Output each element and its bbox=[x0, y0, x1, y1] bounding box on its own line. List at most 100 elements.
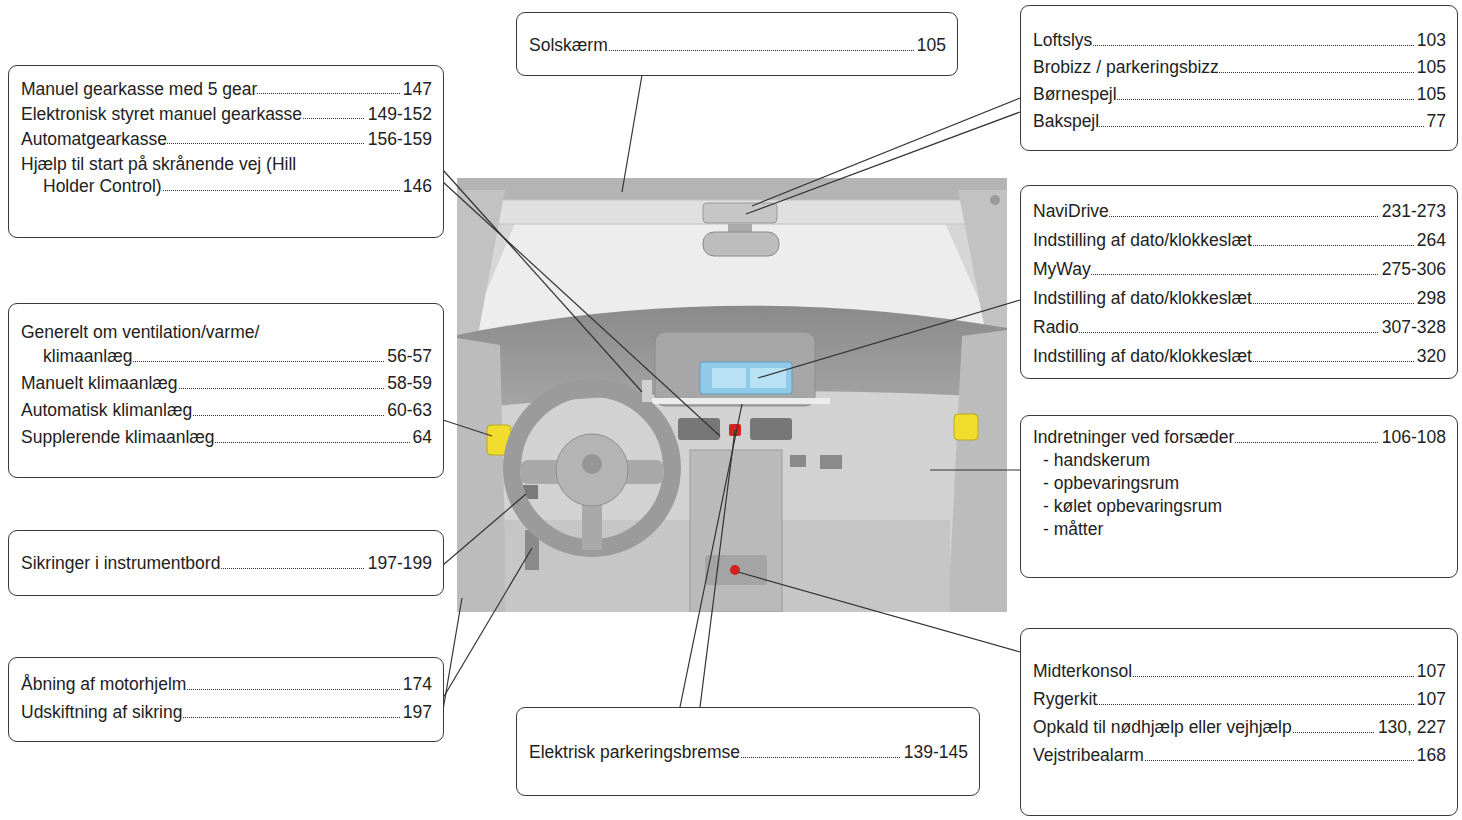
wheel-hub bbox=[556, 434, 628, 506]
entry-text: Elektronisk styret manuel gearkasse bbox=[21, 104, 302, 124]
index-callout-box: Sikringer i instrumentbord 197-199 bbox=[8, 530, 444, 596]
entry-text: Indstilling af dato/klokkeslæt bbox=[1033, 346, 1252, 366]
entry-text: Udskiftning af sikring bbox=[21, 702, 182, 722]
index-row: Udskiftning af sikring 197 bbox=[21, 700, 432, 724]
leader-line bbox=[443, 170, 642, 392]
entry-text: Generelt om ventilation/varme/ klimaanlæ… bbox=[21, 322, 259, 366]
page-number: 77 bbox=[1424, 109, 1446, 133]
page-number: 298 bbox=[1414, 286, 1446, 310]
page-number: 231-273 bbox=[1379, 199, 1446, 223]
page-number: 168 bbox=[1414, 743, 1446, 767]
display bbox=[700, 362, 792, 394]
entry-text: Åbning af motorhjelm bbox=[21, 674, 186, 694]
sun-visor bbox=[485, 200, 975, 224]
logo bbox=[582, 454, 602, 474]
screen-housing bbox=[655, 332, 815, 406]
page-number: 197 bbox=[400, 700, 432, 724]
page-number: 56-57 bbox=[384, 344, 432, 368]
gear-paddle bbox=[642, 380, 652, 402]
index-row: Sikringer i instrumentbord 197-199 bbox=[21, 551, 432, 575]
dotted-leader bbox=[551, 50, 946, 51]
index-row: Generelt om ventilation/varme/ klimaanlæ… bbox=[21, 320, 432, 368]
page-number: 107 bbox=[1414, 687, 1446, 711]
index-row: Midterkonsol 107 bbox=[1033, 659, 1446, 683]
entry-text: Børnespejl bbox=[1033, 84, 1117, 104]
grab-handle bbox=[990, 195, 1000, 205]
leader-lines bbox=[443, 75, 1020, 710]
console-panel bbox=[705, 555, 767, 585]
entry-text: Automatgearkasse bbox=[21, 129, 167, 149]
page-number: 320 bbox=[1414, 344, 1446, 368]
entry-text: Manuelt klimaanlæg bbox=[21, 373, 178, 393]
dotted-leader bbox=[1055, 45, 1446, 46]
entry-text: MyWay bbox=[1033, 259, 1091, 279]
page-number: 130, 227 bbox=[1375, 715, 1446, 739]
index-row: Bakspejl77 bbox=[1033, 109, 1446, 133]
dashboard-lower bbox=[457, 391, 1007, 612]
entry-text: Midterkonsol bbox=[1033, 661, 1132, 681]
index-row: Børnespejl105 bbox=[1033, 82, 1446, 106]
page-number: 264 bbox=[1414, 228, 1446, 252]
leader-line bbox=[930, 469, 1020, 470]
page-number: 64 bbox=[410, 425, 432, 449]
entry-text: Loftslys bbox=[1033, 30, 1092, 50]
index-row: Automatgearkasse156-159 bbox=[21, 128, 432, 150]
page-number: 275-306 bbox=[1379, 257, 1446, 281]
center-vent bbox=[678, 418, 720, 440]
entry-text: - handskerum bbox=[1043, 450, 1150, 470]
entry-text: Radio bbox=[1033, 317, 1079, 337]
leader-line bbox=[443, 494, 526, 565]
index-row: - handskerum bbox=[1033, 449, 1446, 472]
page-number: 197-199 bbox=[365, 551, 432, 575]
index-row: Opkald til nødhjælp eller vejhjælp 130, 2… bbox=[1033, 715, 1446, 739]
index-row: Manuel gearkasse med 5 gear 147 bbox=[21, 78, 432, 100]
index-row: MyWay 275-306 bbox=[1033, 257, 1446, 281]
leader-line bbox=[680, 404, 742, 707]
entry-text: Sikringer i instrumentbord bbox=[21, 553, 220, 573]
entry-text: Indretninger ved forsæder bbox=[1033, 427, 1234, 447]
page-number: 105 bbox=[914, 33, 946, 57]
leader-line bbox=[443, 420, 492, 436]
entry-text: Manuel gearkasse med 5 gear bbox=[21, 79, 257, 99]
index-row: Radio 307-328 bbox=[1033, 315, 1446, 339]
page-number: 60-63 bbox=[384, 398, 432, 422]
page-number: 106-108 bbox=[1379, 426, 1446, 449]
index-row: Indretninger ved forsæder 106-108 bbox=[1033, 426, 1446, 449]
console-button bbox=[730, 565, 740, 575]
entry-text: Supplerende klimaanlæg bbox=[21, 427, 215, 447]
page-number: 103 bbox=[1414, 28, 1446, 52]
leader-line bbox=[700, 430, 735, 707]
index-callout-box: Solskærm 105 bbox=[516, 12, 958, 76]
entry-text: Rygerkit bbox=[1033, 689, 1097, 709]
entry-text: Solskærm bbox=[529, 35, 608, 55]
index-row: - opbevaringsrum bbox=[1033, 472, 1446, 495]
index-row: - kølet opbevaringsrum bbox=[1033, 495, 1446, 518]
entry-text: Opkald til nødhjælp eller vejhjælp bbox=[1033, 717, 1292, 737]
index-row: Åbning af motorhjelm174 bbox=[21, 672, 432, 696]
leader-line bbox=[443, 548, 532, 698]
index-row: Brobizz / parkeringsbizz 105 bbox=[1033, 55, 1446, 79]
page-number: 139-145 bbox=[901, 740, 968, 764]
entry-text: Automatisk klimanlæg bbox=[21, 400, 192, 420]
leader-line bbox=[738, 572, 1020, 652]
page-number: 307-328 bbox=[1379, 315, 1446, 339]
entry-text: Brobizz / parkeringsbizz bbox=[1033, 57, 1219, 77]
entry-text: Elektrisk parkeringsbremse bbox=[529, 742, 740, 762]
index-row: Indstilling af dato/klokkeslæt 320 bbox=[1033, 344, 1446, 368]
index-row: Rygerkit 107 bbox=[1033, 687, 1446, 711]
index-row: Indstilling af dato/klokkeslæt264 bbox=[1033, 228, 1446, 252]
page-number: 107 bbox=[1414, 659, 1446, 683]
switch bbox=[790, 455, 806, 467]
index-callout-box: Indretninger ved forsæder 106-108 - handsk… bbox=[1020, 415, 1458, 578]
door-panel bbox=[948, 330, 1007, 612]
dotted-leader bbox=[1055, 704, 1446, 705]
page-number: 146 bbox=[400, 175, 432, 197]
index-callout-box: Midterkonsol107Rygerkit107Opkald til nød… bbox=[1020, 628, 1458, 816]
page-number: 105 bbox=[1414, 55, 1446, 79]
entry-text: NaviDrive bbox=[1033, 201, 1109, 221]
index-callout-box: Generelt om ventilation/varme/ klimaanlæ… bbox=[8, 303, 444, 478]
index-row: Supplerende klimaanlæg 64 bbox=[21, 425, 432, 449]
page-number: 147 bbox=[400, 78, 432, 100]
leader-line bbox=[758, 300, 1020, 378]
index-callout-box: Elektrisk parkeringsbremse 139-145 bbox=[516, 707, 980, 796]
